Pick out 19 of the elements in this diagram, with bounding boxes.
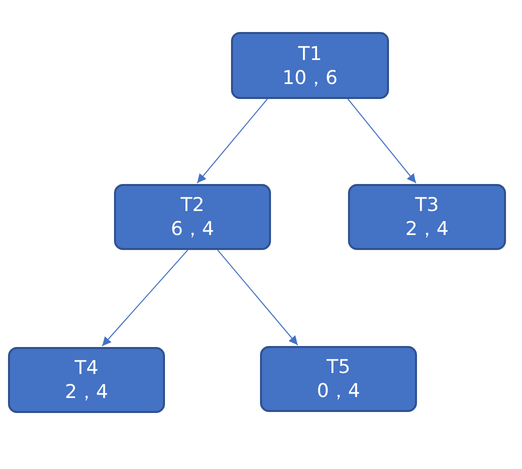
process-box (260, 346, 417, 412)
task-values: 2，4 (64, 380, 108, 404)
task-values: 6，4 (170, 217, 214, 241)
task-name: T2 (180, 193, 204, 217)
task-values: 2，4 (405, 217, 449, 241)
arrow (102, 250, 188, 346)
task-name: T3 (415, 193, 439, 217)
task-name: T1 (298, 42, 322, 66)
process-box (231, 32, 389, 99)
task-values: 0，4 (316, 379, 360, 403)
process-box (8, 347, 165, 413)
task-values: 10，6 (282, 66, 338, 90)
process-box (114, 184, 271, 250)
arrow (347, 98, 416, 184)
arrow (196, 98, 268, 184)
task-name: T5 (326, 355, 350, 379)
task-name: T4 (74, 356, 98, 380)
process-box (348, 184, 506, 250)
arrow (217, 250, 298, 346)
